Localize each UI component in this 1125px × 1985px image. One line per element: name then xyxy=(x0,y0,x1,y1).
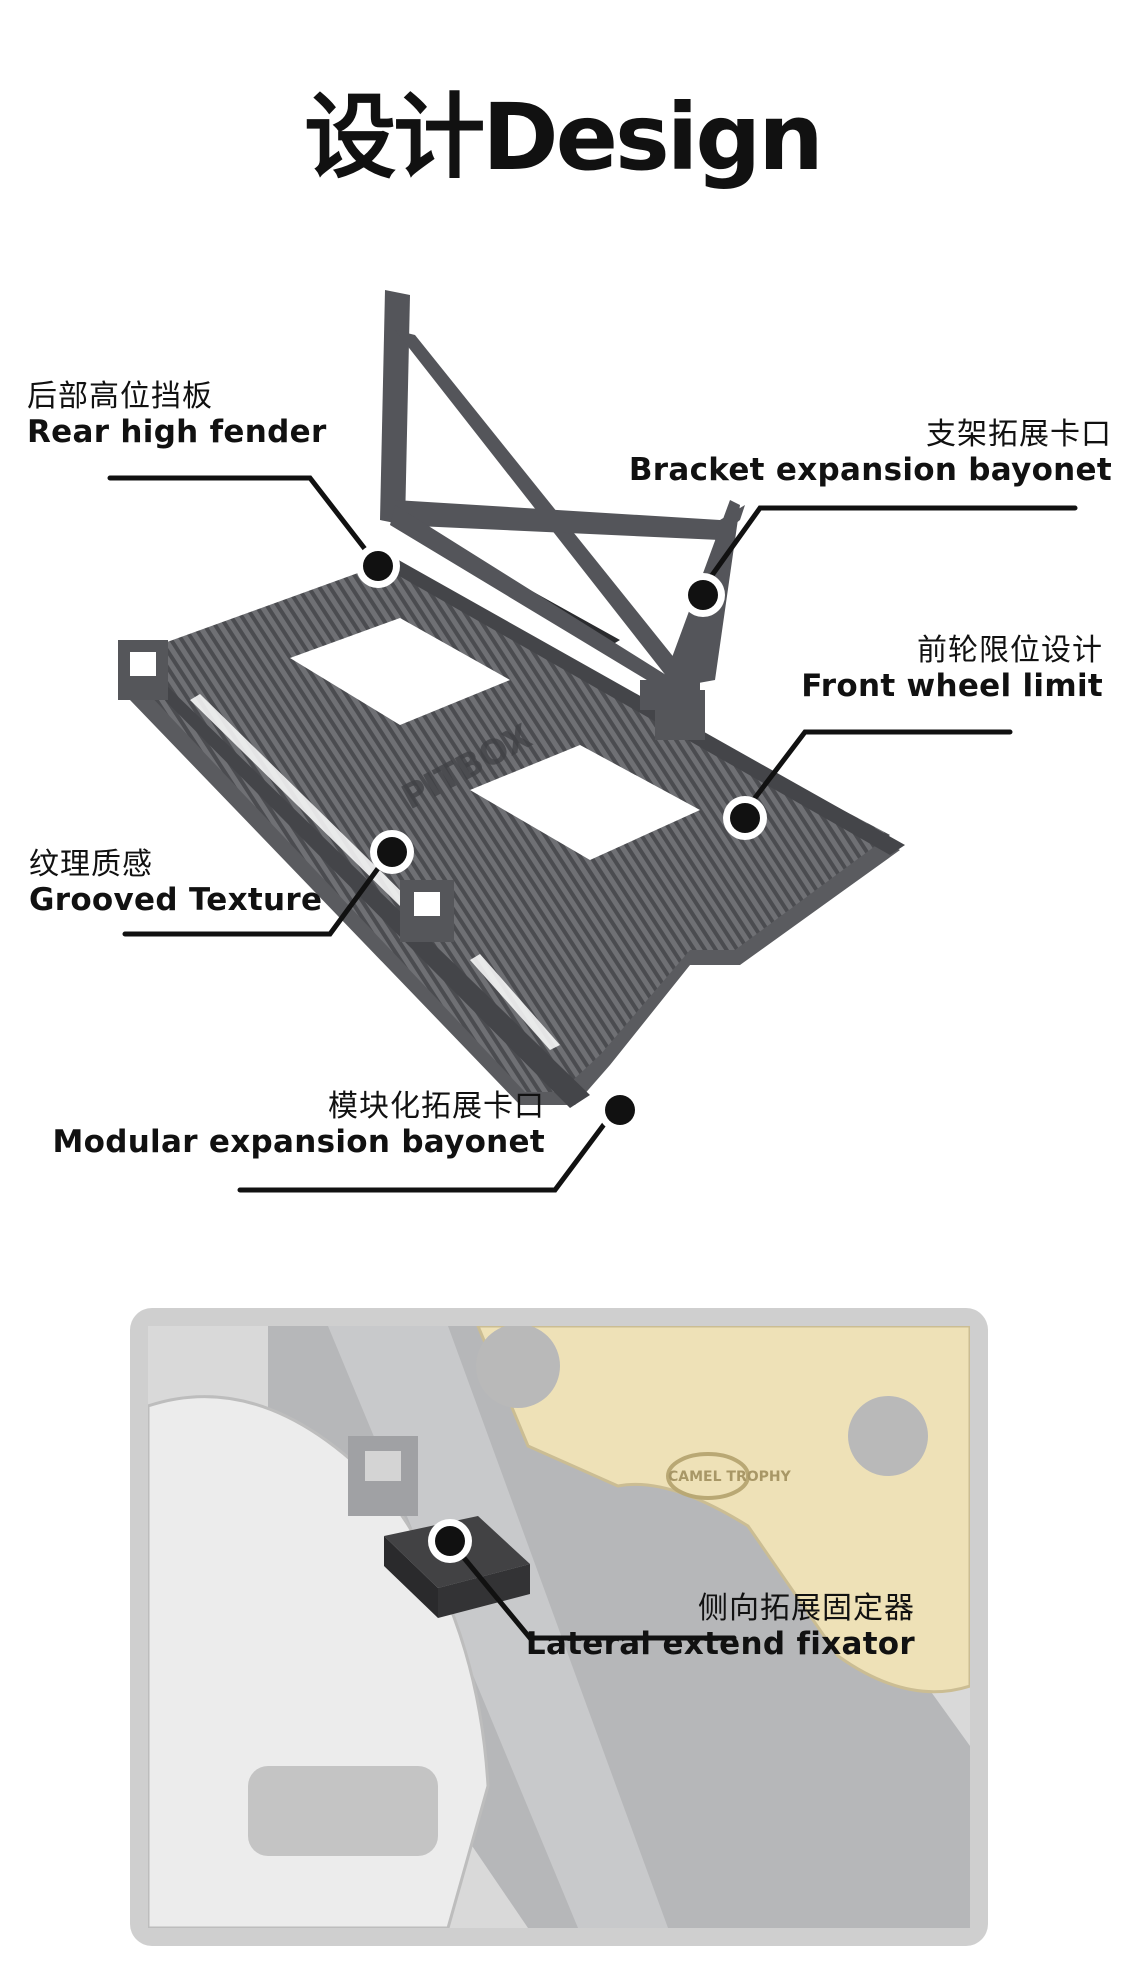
callout-modular-zh: 模块化拓展卡口 xyxy=(328,1089,545,1124)
leader-lateral xyxy=(447,1538,737,1641)
callout-rear-fender: 后部高位挡板 Rear high fender xyxy=(27,379,327,450)
callout-front-wheel-en: Front wheel limit xyxy=(801,667,1103,704)
tray-base xyxy=(118,540,905,1108)
tray-cutout-2 xyxy=(470,745,700,860)
callout-lateral: 侧向拓展固定器 Lateral extend fixator xyxy=(525,1591,915,1662)
callout-lateral-en: Lateral extend fixator xyxy=(525,1625,915,1662)
callout-texture: 纹理质感 Grooved Texture xyxy=(29,847,323,918)
leader-texture xyxy=(122,849,393,937)
leader-modular xyxy=(237,1104,620,1193)
leader-front-wheel xyxy=(739,729,1013,818)
callout-front-wheel: 前轮限位设计 Front wheel limit xyxy=(801,633,1103,704)
page-title: 设计Design xyxy=(304,84,823,191)
callout-modular-en: Modular expansion bayonet xyxy=(52,1123,545,1160)
callout-texture-zh: 纹理质感 xyxy=(29,847,153,882)
rear-fender-bracket xyxy=(380,290,745,710)
leader-rear-fender xyxy=(107,475,378,565)
callout-front-wheel-zh: 前轮限位设计 xyxy=(917,633,1103,668)
callout-bracket-bayonet: 支架拓展卡口 Bracket expansion bayonet xyxy=(628,417,1112,488)
callout-texture-en: Grooved Texture xyxy=(29,881,323,918)
callout-bracket-bayonet-zh: 支架拓展卡口 xyxy=(926,417,1112,452)
product-diagram: PITBOX xyxy=(107,290,1078,1193)
lateral-fixator-photo: CAMEL TROPHY xyxy=(130,1308,988,1946)
leader-bracket xyxy=(697,505,1078,595)
car-badge: CAMEL TROPHY xyxy=(668,1469,792,1485)
leader-lines xyxy=(107,475,1078,1193)
callout-bracket-bayonet-en: Bracket expansion bayonet xyxy=(628,451,1112,488)
tray-cutout-1 xyxy=(290,618,510,725)
yellow-car xyxy=(476,1326,970,1694)
photo-scene: CAMEL TROPHY xyxy=(148,1326,970,1928)
callout-rear-fender-en: Rear high fender xyxy=(27,413,327,450)
callout-modular: 模块化拓展卡口 Modular expansion bayonet xyxy=(52,1089,545,1160)
callout-rear-fender-zh: 后部高位挡板 xyxy=(27,379,213,414)
callout-lateral-zh: 侧向拓展固定器 xyxy=(698,1591,915,1626)
marker-dots xyxy=(356,544,767,1132)
